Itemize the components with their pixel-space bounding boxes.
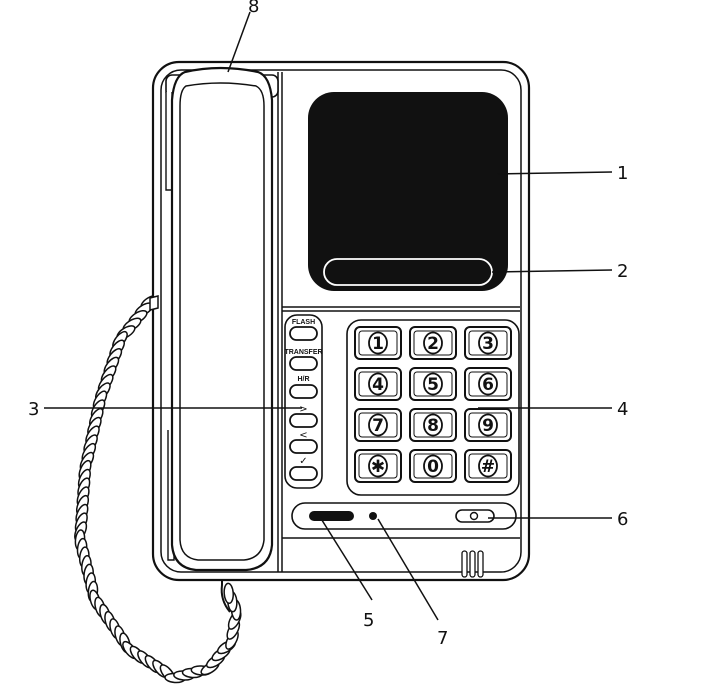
key-2[interactable]: 2 (409, 326, 457, 360)
key-label: 4 (372, 375, 384, 395)
function-buttons: FLASH TRANSFER H/R > < ✓ (284, 314, 323, 489)
flash-button[interactable]: FLASH (289, 319, 318, 341)
ok-button[interactable]: ✓ (289, 456, 318, 481)
indicator-led (369, 512, 377, 520)
key-6[interactable]: 6 (464, 367, 512, 401)
previous-icon: < (299, 430, 307, 441)
callout-2: 2 (617, 261, 628, 282)
key-3[interactable]: 3 (464, 326, 512, 360)
volume-slider[interactable] (309, 511, 354, 521)
display-line (323, 258, 493, 286)
callout-7: 7 (437, 628, 448, 649)
previous-button[interactable]: < (289, 430, 318, 454)
callout-labels: 1 2 3 4 5 6 7 8 (28, 0, 628, 649)
key-0[interactable]: 0 (409, 449, 457, 483)
key-label: 5 (427, 375, 439, 395)
hr-label: H/R (297, 376, 309, 383)
key-label: 1 (372, 334, 384, 354)
key-label: 0 (427, 457, 439, 477)
transfer-button[interactable]: TRANSFER (284, 349, 323, 371)
key-8[interactable]: 8 (409, 408, 457, 442)
transfer-label: TRANSFER (284, 349, 322, 356)
key-label: 8 (427, 416, 439, 436)
keypad: 1 2 3 4 5 6 7 8 9 ✱ 0 # (346, 319, 520, 496)
key-label: 9 (482, 416, 494, 436)
key-label: ✱ (371, 457, 385, 477)
bottom-strip (291, 502, 517, 530)
key-label: 6 (482, 375, 494, 395)
callout-6: 6 (617, 509, 628, 530)
check-icon: ✓ (299, 456, 307, 467)
key-4[interactable]: 4 (354, 367, 402, 401)
handset[interactable] (165, 66, 279, 572)
flash-label: FLASH (292, 319, 315, 326)
key-label: 2 (427, 334, 439, 354)
hold-redial-button[interactable]: H/R (289, 376, 318, 399)
next-icon: > (299, 404, 307, 415)
display (308, 92, 508, 291)
key-9[interactable]: 9 (464, 408, 512, 442)
key-7[interactable]: 7 (354, 408, 402, 442)
callout-lines (44, 11, 613, 621)
key-label: 7 (372, 416, 384, 436)
key-1[interactable]: 1 (354, 326, 402, 360)
callout-5: 5 (363, 610, 374, 631)
callout-4: 4 (617, 399, 628, 420)
key-star[interactable]: ✱ (354, 449, 402, 483)
callout-8: 8 (248, 0, 259, 17)
key-label: 3 (482, 334, 494, 354)
coiled-cord (74, 294, 242, 684)
key-5[interactable]: 5 (409, 367, 457, 401)
callout-1: 1 (617, 163, 628, 184)
next-button[interactable]: > (289, 404, 318, 428)
key-hash[interactable]: # (464, 449, 512, 483)
callout-3: 3 (28, 399, 39, 420)
key-label: # (481, 457, 495, 477)
